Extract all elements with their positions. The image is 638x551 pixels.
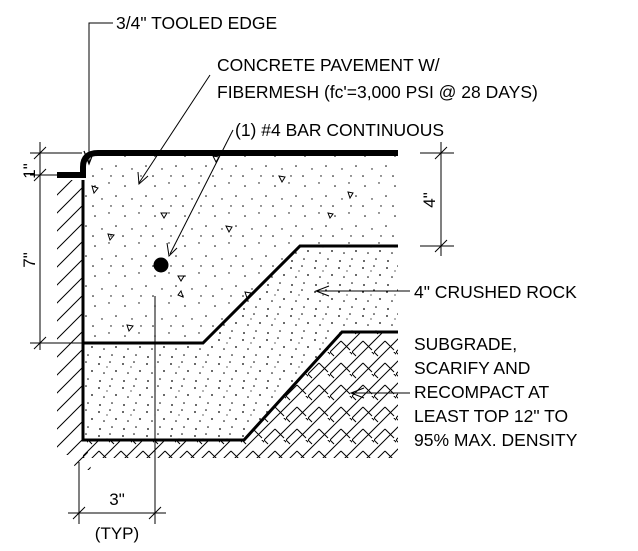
dimension-lines <box>30 142 454 524</box>
leader-lines <box>83 22 410 399</box>
rebar-4-bar <box>153 257 169 273</box>
concrete-curb-and-slab <box>83 153 398 343</box>
edge-drop-dimension: 1" <box>20 163 39 179</box>
concrete-note-line2: FIBERMESH (fc'=3,000 PSI @ 28 DAYS) <box>217 82 538 102</box>
curb-depth-dimension: 7" <box>20 252 39 268</box>
crushed-rock-base <box>83 246 398 439</box>
curb-width-typ-note: (TYP) <box>95 524 139 543</box>
curb-width-dimension: 3" <box>109 490 125 509</box>
concrete-note-line1: CONCRETE PAVEMENT W/ <box>217 55 440 75</box>
subgrade-note-line3: RECOMPACT AT <box>414 382 549 402</box>
subgrade-note-line5: 95% MAX. DENSITY <box>414 430 578 450</box>
subgrade-note-line1: SUBGRADE, <box>414 334 517 354</box>
rebar-note: (1) #4 BAR CONTINUOUS <box>235 120 444 140</box>
slab-thickness-dimension: 4" <box>420 192 439 208</box>
tooled-edge-note: 3/4" TOOLED EDGE <box>116 13 277 33</box>
subgrade-note-line4: LEAST TOP 12" TO <box>414 406 568 426</box>
subgrade-note-line2: SCARIFY AND <box>414 358 530 378</box>
crushed-rock-note: 4" CRUSHED ROCK <box>414 282 577 302</box>
